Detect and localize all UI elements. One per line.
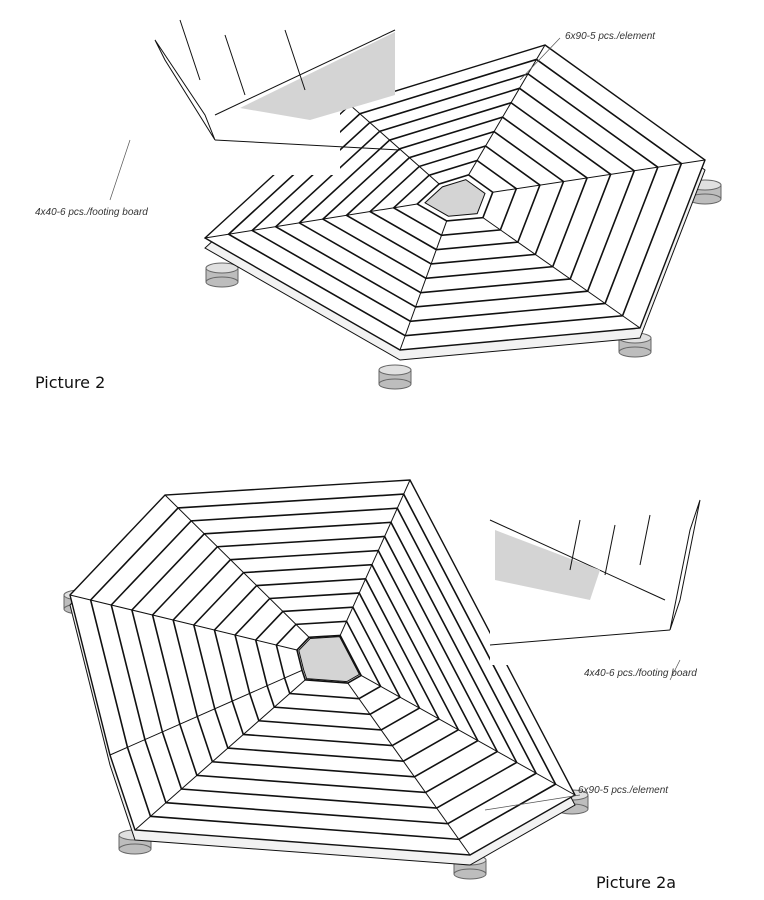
pic2-footing-edge [214, 29, 396, 116]
pic2a-rail [639, 514, 651, 566]
footing-label-pic2a: 4x40-6 pcs./footing board [584, 668, 697, 679]
deck-pic2a-seam [109, 669, 303, 756]
deck-pic2a-seam [134, 679, 306, 831]
foot-pad-bottom [118, 843, 152, 855]
pic2a-rail [604, 524, 616, 576]
deck-pic2a-seam [360, 674, 576, 796]
pic2-rail [224, 34, 246, 96]
element-label-pic2a: 6x90-5 pcs./element [578, 785, 669, 796]
foot-pad-top [205, 262, 239, 274]
leader-line [484, 794, 581, 811]
deck-pic2a-board-ring [110, 507, 538, 825]
foot-pad-bottom [453, 868, 487, 880]
caption-picture-2a: Picture 2a [596, 873, 677, 892]
pic2-rail [179, 19, 201, 81]
foot-pad-top [378, 364, 412, 376]
deck-pic2a-board-ring [234, 592, 421, 731]
deck-pic2a-board-ring [151, 535, 499, 794]
pic2-footing-edge [214, 139, 401, 151]
deck-pic2a-board-ring [296, 634, 363, 684]
leader-line [669, 659, 681, 681]
deck-pic2a-board-ring [254, 606, 402, 716]
pic2a-rail [569, 519, 581, 571]
pic2a-footing-edge [489, 629, 671, 646]
element-label-pic2: 6x90-5 pcs./element [565, 31, 656, 42]
deck-pic2-seam [349, 104, 440, 185]
footing-label-pic2: 4x40-6 pcs./footing board [35, 207, 148, 218]
foot-pad-bottom [378, 378, 412, 390]
deck-pic2-seam [492, 159, 706, 193]
deck-pic2a-seam [339, 479, 411, 636]
pic2-footing-shade [240, 32, 395, 120]
leader-line [109, 139, 131, 201]
pic2-rail [284, 29, 306, 91]
deck-pic2-seam [482, 217, 641, 329]
pic2a-footing-edge [489, 519, 666, 601]
foot-pad-bottom [618, 346, 652, 358]
deck-pic2a-center-hub [298, 636, 361, 683]
deck-pic2a-seam [347, 682, 471, 856]
deck-pic2-seam [204, 203, 418, 239]
foot-pad-bottom [205, 276, 239, 288]
deck-pic2a-board-ring [192, 563, 460, 763]
deck-pic2-center-hub [424, 179, 486, 217]
deck-pic2-seam [399, 220, 448, 351]
pic2a-footing-shade [495, 530, 600, 600]
deck-pic2a-board-ring [131, 521, 518, 809]
deck-pic2a-board-ring [89, 493, 557, 841]
caption-picture-2: Picture 2 [35, 373, 106, 392]
deck-pic2a-board-ring [172, 549, 479, 778]
deck-pic2a-seam [164, 494, 310, 638]
deck-pic2a-seam [69, 594, 298, 651]
deck-pic2a-board-ring [275, 620, 382, 700]
leader-line [519, 37, 561, 81]
deck-pic2a-board-ring [213, 578, 440, 747]
